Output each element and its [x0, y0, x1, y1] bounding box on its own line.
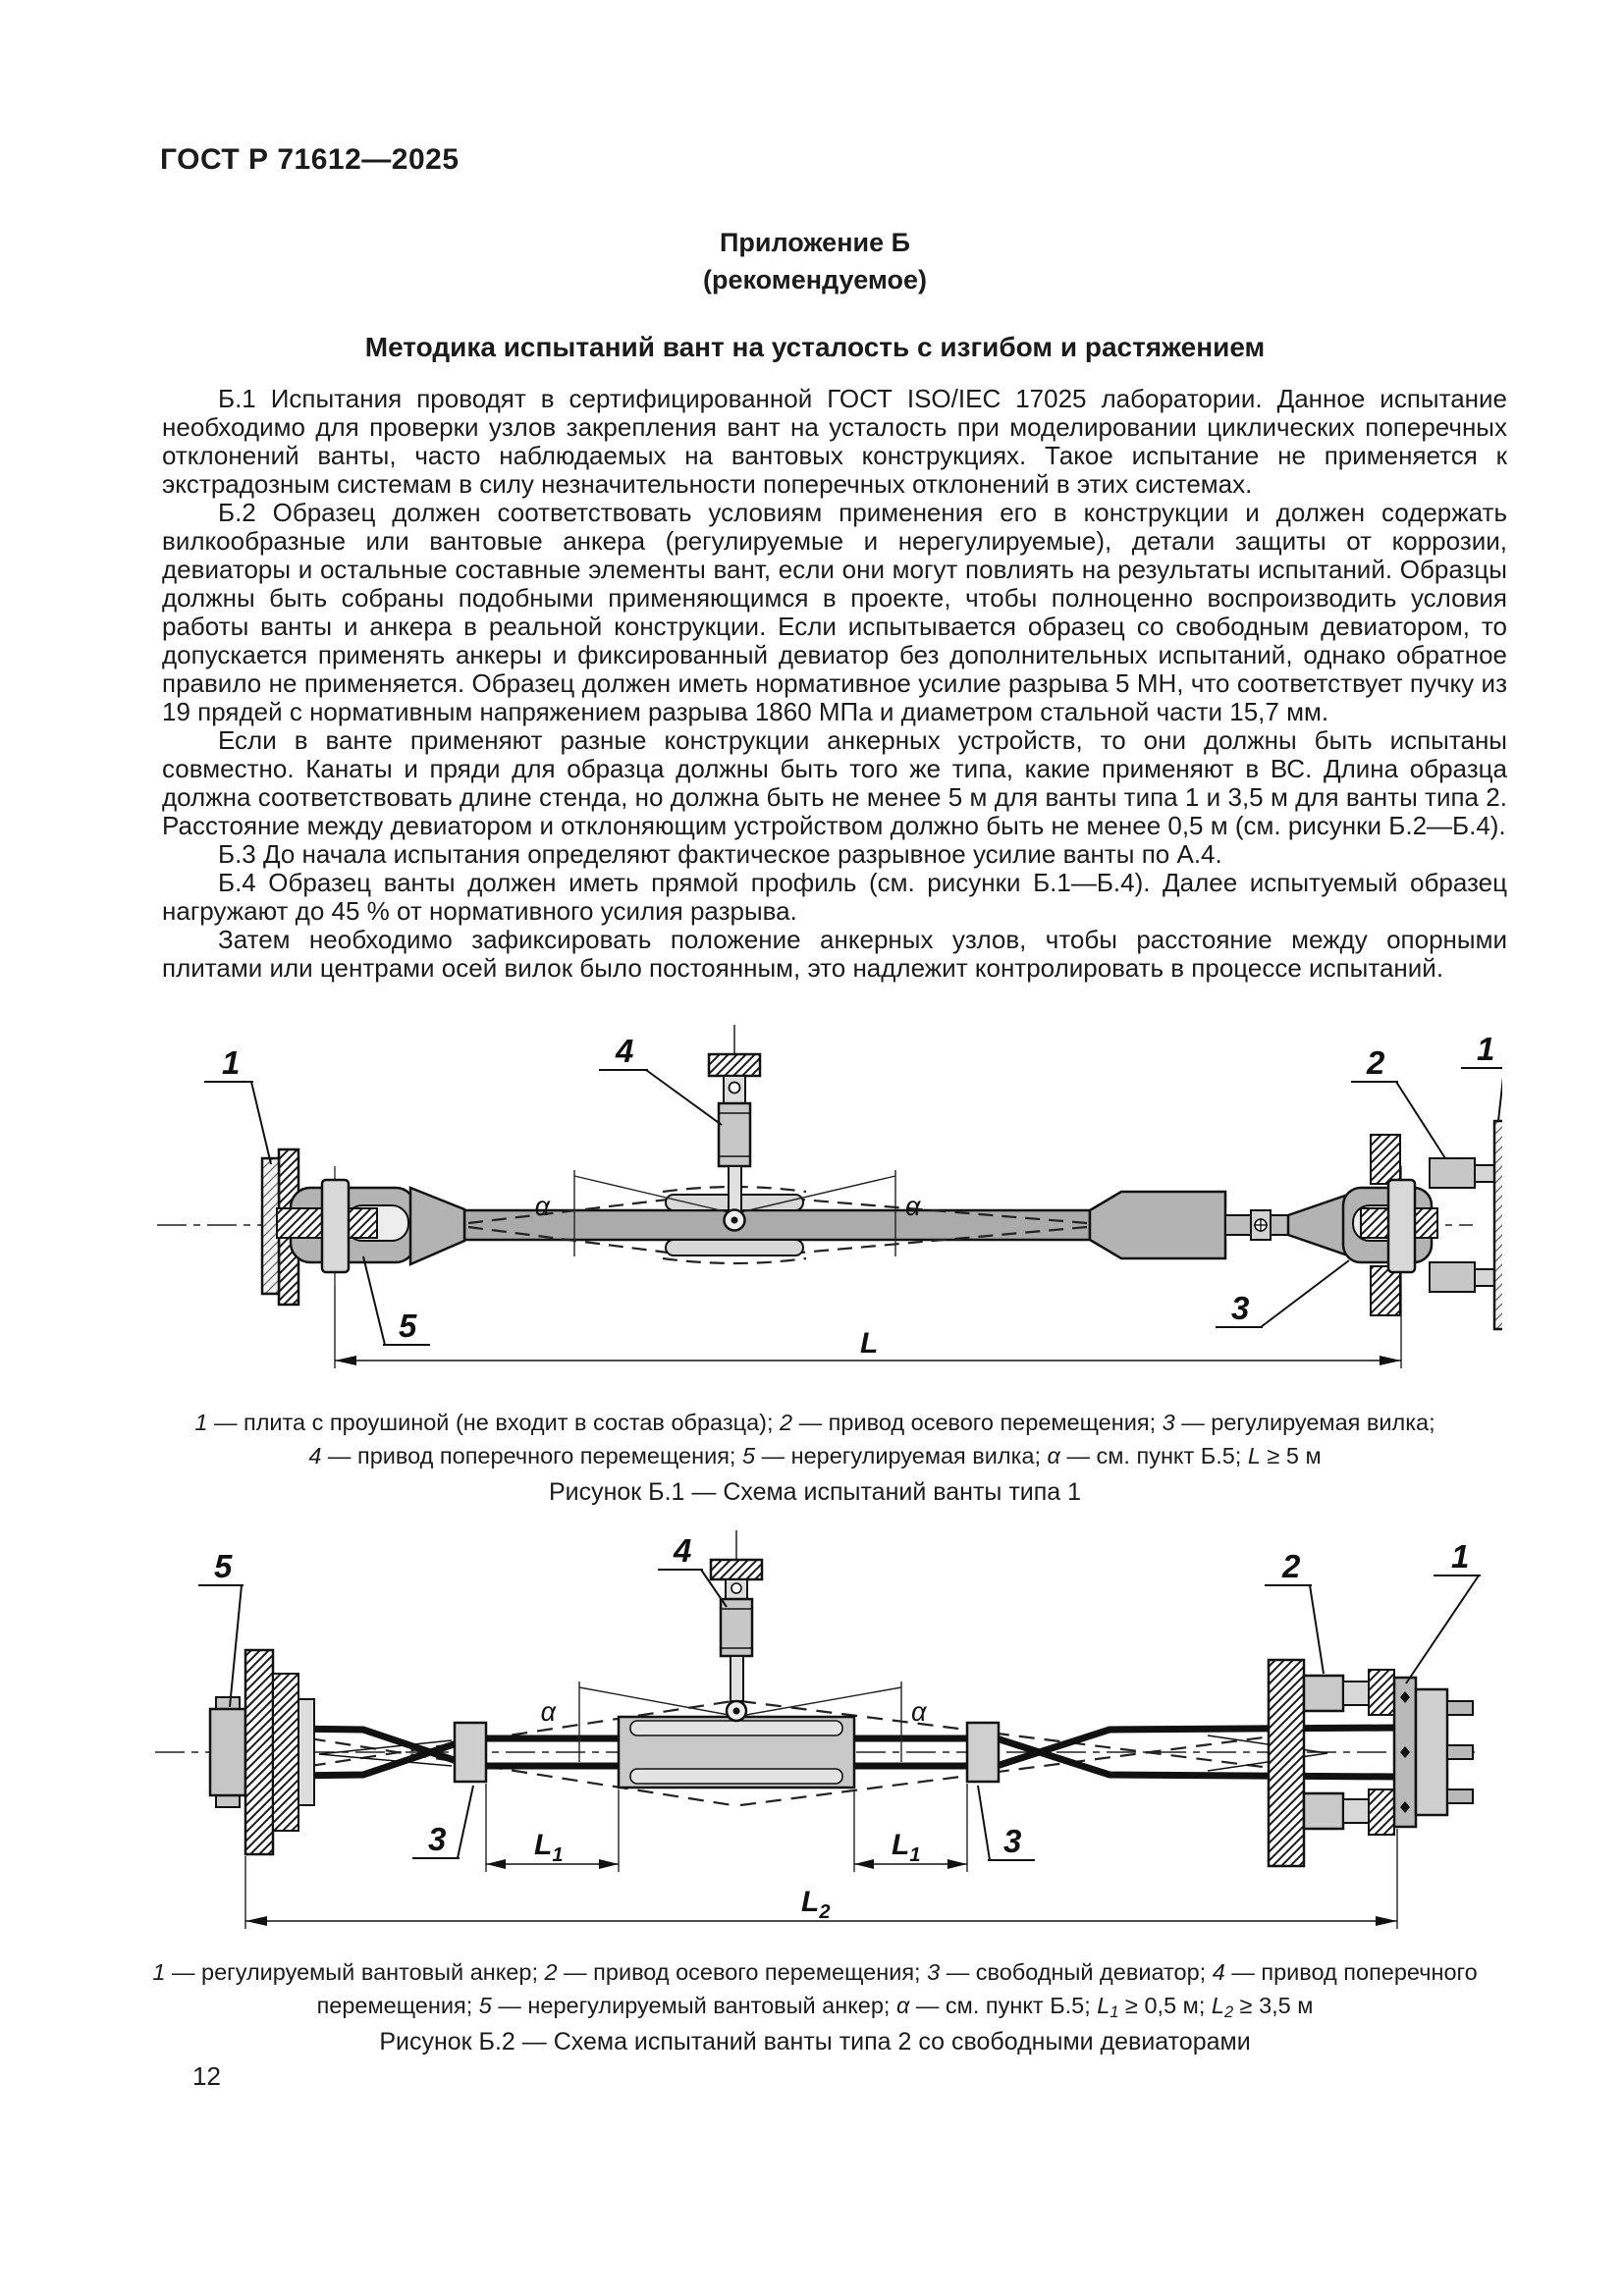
figure-b2-caption-line1: 1 — регулируемый вантовый анкер; 2 — при… [152, 1959, 1478, 1985]
standard-code: ГОСТ Р 71612—2025 [160, 143, 460, 176]
b1-right-anchor [1088, 1119, 1502, 1331]
b1-transverse-actuator [707, 1025, 762, 1232]
b2-angle-marks [578, 1682, 902, 1762]
b2-left-anchor [208, 1648, 315, 1856]
b1-alpha-left-label: α [535, 1192, 552, 1221]
figure-b1-caption-line2: 4 — привод поперечного перемещения; 5 — … [308, 1443, 1322, 1468]
b2-dim-L2-label: L2 [801, 1886, 830, 1923]
b1-leaders [204, 1067, 1502, 1346]
b2-leaders [198, 1569, 1481, 1861]
b1-left-anchor-plate [260, 1148, 466, 1307]
page-number: 12 [192, 2061, 221, 2091]
paragraph-b4-cont: Затем необходимо зафиксировать положение… [162, 925, 1507, 983]
b1-angle-marks [573, 1170, 896, 1256]
appendix-title: Методика испытаний вант на усталость с и… [364, 332, 1266, 362]
b2-dimension-L1-left [485, 1784, 620, 1872]
paragraph-b2: Б.2 Образец должен соответствовать услов… [162, 498, 1507, 726]
b2-free-deviator-left [453, 1721, 488, 1784]
b2-alpha-right-label: α [911, 1697, 928, 1727]
paragraph-b1: Б.1 Испытания проводят в сертифицированн… [162, 384, 1507, 499]
b2-right-anchor [1267, 1658, 1474, 1868]
b1-label-plate: 1 [222, 1044, 240, 1081]
body-text: Б.1 Испытания проводят в сертифицированн… [162, 385, 1507, 983]
b2-label-transverse-drive: 4 [673, 1532, 691, 1569]
b1-label-transverse-drive: 4 [615, 1033, 633, 1069]
figure-b1-title: Рисунок Б.1 — Схема испытаний ванты типа… [548, 1478, 1082, 1506]
b2-dim-L1-left-label: L1 [534, 1829, 563, 1866]
b2-dim-L1-right-label: L1 [892, 1829, 920, 1866]
b2-label-axial-drive: 2 [1281, 1548, 1301, 1584]
b2-free-deviator-right [965, 1721, 1001, 1784]
b2-label-free-deviator-right: 3 [1003, 1823, 1021, 1859]
b2-label-adjustable-anchor: 1 [1451, 1538, 1469, 1575]
b1-label-adjustable-fork: 3 [1231, 1290, 1249, 1326]
b1-label-fixed-fork: 5 [399, 1308, 417, 1344]
b2-dimension-L1-right [853, 1784, 968, 1872]
appendix-label: Приложение Б [719, 228, 911, 257]
b2-deflection-envelope [284, 1699, 1287, 1807]
paragraph-b3: Б.3 До начала испытания определяют факти… [218, 839, 1222, 869]
figure-b2-drawing: α α [155, 1530, 1481, 1929]
b2-transverse-actuator [709, 1530, 764, 1723]
figure-b1-drawing: α α [157, 1025, 1502, 1368]
b1-cable [462, 1208, 1092, 1242]
appendix-status: (рекомендуемое) [703, 265, 927, 294]
appendix-heading: Приложение Б (рекомендуемое) [128, 224, 1502, 298]
b2-label-fixed-anchor: 5 [214, 1548, 233, 1584]
b1-deflection-envelope [467, 1185, 1088, 1265]
figure-b2-caption: 1 — регулируемый вантовый анкер; 2 — при… [128, 1955, 1502, 2029]
b1-label-plate-right: 1 [1477, 1031, 1494, 1067]
b2-dimension-L2 [244, 1829, 1398, 1929]
paragraph-b2-cont: Если в ванте применяют разные конструкци… [162, 725, 1507, 840]
figure-b1-caption-line1: 1 — плита с проушиной (не входит в соста… [194, 1410, 1435, 1435]
figure-b2-title: Рисунок Б.2 — Схема испытаний ванты типа… [379, 2028, 1251, 2056]
b1-alpha-right-label: α [905, 1192, 922, 1221]
b1-dimension-L [334, 1286, 1402, 1368]
b2-center-clamp [617, 1715, 856, 1789]
figure-b1-caption: 1 — плита с проушиной (не входит в соста… [128, 1406, 1502, 1472]
b2-alpha-left-label: α [541, 1697, 558, 1727]
b1-dim-L-label: L [860, 1327, 878, 1360]
paragraph-b4: Б.4 Образец ванты должен иметь прямой пр… [162, 868, 1507, 926]
figure-b2-caption-line2: перемещения; 5 — нерегулируемый вантовый… [316, 1993, 1314, 2022]
b2-label-free-deviator-left: 3 [428, 1821, 446, 1857]
b1-label-axial-drive: 2 [1366, 1044, 1385, 1081]
